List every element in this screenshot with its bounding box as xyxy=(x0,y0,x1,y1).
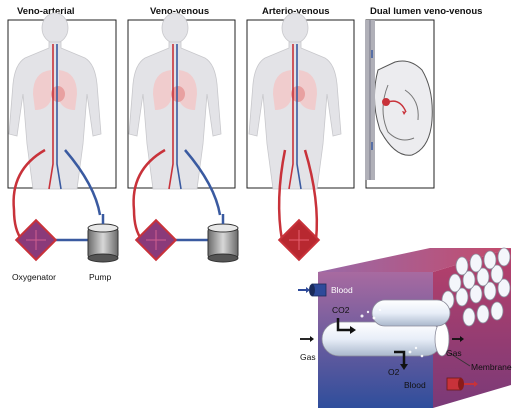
pump-veno-venous xyxy=(207,214,239,263)
oxygenator-veno-arterial xyxy=(14,218,58,262)
panel-title-arterio-venous: Arterio-venous xyxy=(262,6,330,17)
o2-label: O2 xyxy=(388,367,400,377)
blood-out-label: Blood xyxy=(404,380,426,390)
o2-arrow xyxy=(394,350,406,364)
gas-tube-back xyxy=(371,299,451,327)
blood-inlet-port xyxy=(298,283,327,297)
gas-tube xyxy=(321,321,443,357)
membrane-label: Membrane xyxy=(471,362,512,372)
gas-in-label: Gas xyxy=(300,352,316,362)
membrane-block xyxy=(298,247,511,408)
panel-title-veno-arterial: Veno-arterial xyxy=(17,6,75,17)
panel-title-veno-venous: Veno-venous xyxy=(150,6,210,17)
co2-arrow xyxy=(336,318,350,332)
pump-label: Pump xyxy=(89,272,112,282)
oxygenator-arterio-venous xyxy=(277,218,321,262)
fiber-bundle xyxy=(441,247,511,327)
pump-veno-arterial xyxy=(87,214,119,263)
co2-label: CO2 xyxy=(332,305,350,315)
oxygenator-label: Oxygenator xyxy=(12,272,56,282)
oxygenator-veno-venous xyxy=(134,218,178,262)
membrane-leader xyxy=(447,351,471,367)
gas-out-label: Gas xyxy=(446,348,462,358)
heart-closeup xyxy=(365,20,433,180)
blood-outlet-port xyxy=(446,377,478,391)
blood-in-label: Blood xyxy=(331,285,353,295)
panel-title-dual-lumen: Dual lumen veno-venous xyxy=(370,6,483,17)
